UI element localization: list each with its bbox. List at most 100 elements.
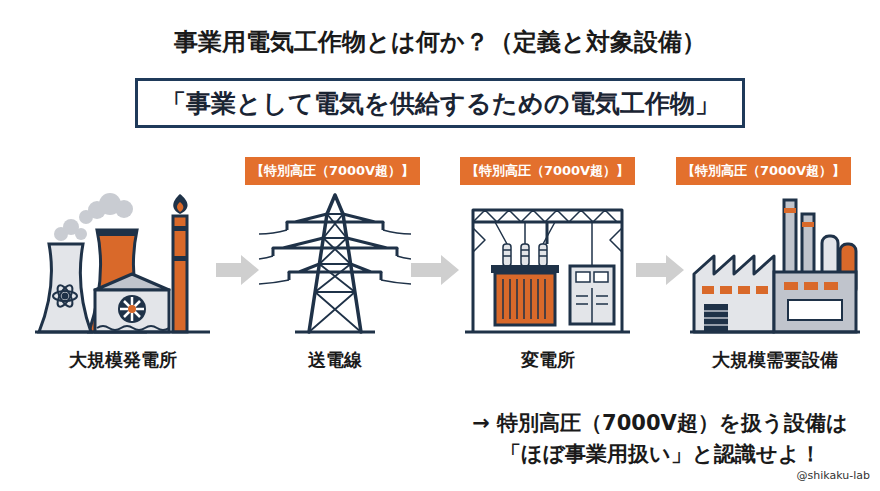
bushing xyxy=(503,244,511,266)
title: 事業用電気工作物とは何か？（定義と対象設備） xyxy=(0,26,880,58)
overhead-wire xyxy=(495,222,592,266)
factory-building xyxy=(704,304,728,332)
node-label: 【特別高圧（7000V超）】 xyxy=(682,162,845,180)
transformer xyxy=(491,265,559,325)
insulator-and-wire xyxy=(273,222,397,280)
facility-node: 大規模発電所 xyxy=(35,192,210,372)
watermark: @shikaku-lab xyxy=(797,469,870,482)
gantry-frame xyxy=(473,210,617,222)
factory-illustration xyxy=(690,192,860,337)
ground-line xyxy=(35,331,210,334)
switch-cabinet xyxy=(570,266,614,324)
cooling-tower xyxy=(39,244,91,332)
chimney xyxy=(173,256,187,261)
voltage-badge: 【特別高圧（7000V超）】 xyxy=(676,157,851,185)
node-label: 「事業として電気を供給するための電気工作物」 xyxy=(161,87,720,120)
factory-building xyxy=(824,282,838,290)
factory-building xyxy=(702,286,714,294)
bushing xyxy=(521,244,529,266)
ground-line xyxy=(295,331,375,334)
gantry-frame xyxy=(473,210,622,332)
cooling-tower xyxy=(97,230,137,236)
turbine-building xyxy=(128,305,136,313)
factory-building xyxy=(694,256,774,332)
chimney xyxy=(173,216,187,332)
factory-building xyxy=(774,272,856,332)
insulator-and-wire xyxy=(259,230,411,284)
insulator-and-wire xyxy=(259,222,411,284)
atom-symbol xyxy=(53,291,77,301)
factory-building xyxy=(784,282,798,290)
node-label: 大規模需要設備 xyxy=(712,348,838,372)
smoke-cloud xyxy=(75,228,87,240)
turbine-building xyxy=(118,295,146,323)
node-label: 【特別高圧（7000V超）】 xyxy=(251,162,414,180)
ground-line xyxy=(690,331,860,334)
factory-building xyxy=(702,282,838,294)
tower-lattice xyxy=(315,214,355,292)
switch-cabinet xyxy=(594,272,608,282)
switch-cabinet xyxy=(570,266,614,324)
facility-node: 変電所 xyxy=(465,192,630,372)
factory-building xyxy=(738,286,750,294)
chimney xyxy=(173,194,188,332)
transmission-tower-illustration xyxy=(265,192,405,337)
facility-node: 大規模需要設備 xyxy=(690,192,860,372)
turbine-building xyxy=(95,274,169,332)
node-label: 送電線 xyxy=(308,348,362,372)
factory-building xyxy=(804,282,818,290)
tower-lattice xyxy=(309,214,361,332)
tower-lattice xyxy=(273,238,397,248)
atom-symbol xyxy=(63,294,68,299)
substation-illustration xyxy=(465,192,630,337)
atom-symbol xyxy=(55,283,76,309)
voltage-badge: 【特別高圧（7000V超）】 xyxy=(245,157,420,185)
factory-building xyxy=(788,300,842,320)
definition-box: 「事業として電気を供給するための電気工作物」 xyxy=(135,78,745,128)
transformer xyxy=(495,273,555,325)
smokestack xyxy=(802,214,814,274)
power-plant-illustration xyxy=(35,192,210,337)
turbine-building xyxy=(95,290,169,332)
overhead-wire xyxy=(495,222,592,266)
smokestack xyxy=(784,200,814,274)
switch-cabinet xyxy=(576,272,590,282)
chimney xyxy=(173,226,187,231)
node-label: 変電所 xyxy=(521,348,575,372)
smoke-cloud xyxy=(79,210,93,224)
chimney xyxy=(173,194,187,214)
bushing xyxy=(503,250,547,256)
factory-building xyxy=(694,256,856,332)
turbine-building xyxy=(120,297,144,321)
turbine-building xyxy=(97,326,169,330)
storage-tank xyxy=(822,236,838,296)
tower-lattice xyxy=(289,264,381,272)
flow-arrow xyxy=(411,255,459,285)
atom-symbol xyxy=(53,283,77,309)
transformer xyxy=(503,279,545,319)
note-text: → 特別高圧（7000V超）を扱う設備は 「ほぼ事業用扱い」と認識せよ！ xyxy=(455,408,865,470)
factory-building xyxy=(704,311,728,325)
bushing xyxy=(503,244,547,266)
ground-line xyxy=(465,331,630,334)
switch-cabinet xyxy=(576,288,608,324)
factory-building xyxy=(720,286,732,294)
smoke-cloud xyxy=(115,200,133,218)
gantry-frame xyxy=(473,210,622,332)
smokestack xyxy=(784,200,796,274)
facility-node: 送電線 xyxy=(265,192,405,372)
atom-symbol xyxy=(55,283,76,309)
flow-arrow xyxy=(216,255,259,285)
voltage-badge: 【特別高圧（7000V超）】 xyxy=(460,157,635,185)
flow-arrow xyxy=(636,255,684,285)
node-label: 大規模発電所 xyxy=(69,348,177,372)
smokestack xyxy=(802,222,814,227)
factory-building xyxy=(756,286,768,294)
smokestack xyxy=(784,208,796,213)
tower-lattice xyxy=(287,214,383,222)
bushing xyxy=(539,244,547,266)
tower-lattice xyxy=(273,195,397,332)
turbine-building xyxy=(95,274,169,290)
chimney xyxy=(177,202,183,212)
